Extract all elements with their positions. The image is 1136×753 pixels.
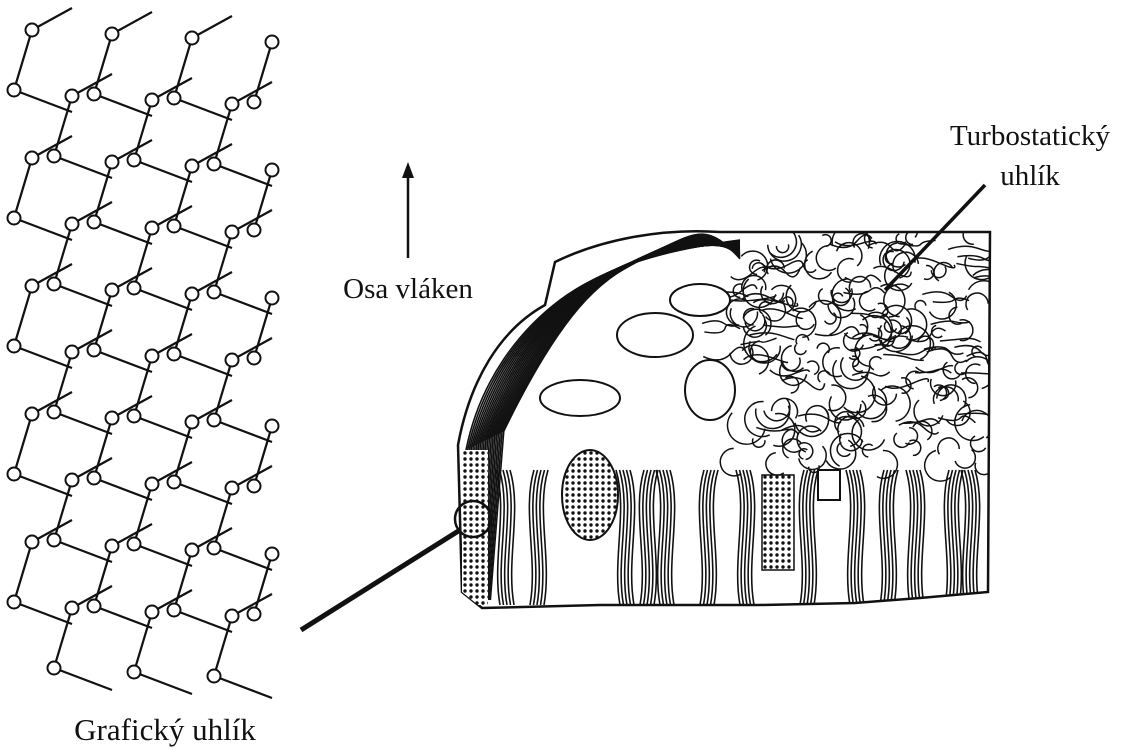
turbostratic-label-line1: Turbostatický	[950, 120, 1111, 152]
turbostratic-label-line2: uhlík	[1000, 160, 1060, 192]
graphite-atoms	[8, 24, 279, 683]
fiber-axis-label: Osa vláken	[343, 273, 473, 305]
graphitic-label: Grafický uhlík	[74, 712, 256, 747]
fiber-axis-arrow	[402, 162, 414, 258]
fiber-cross-section-block	[458, 224, 1016, 608]
graphitic-pointer-line	[301, 530, 460, 630]
